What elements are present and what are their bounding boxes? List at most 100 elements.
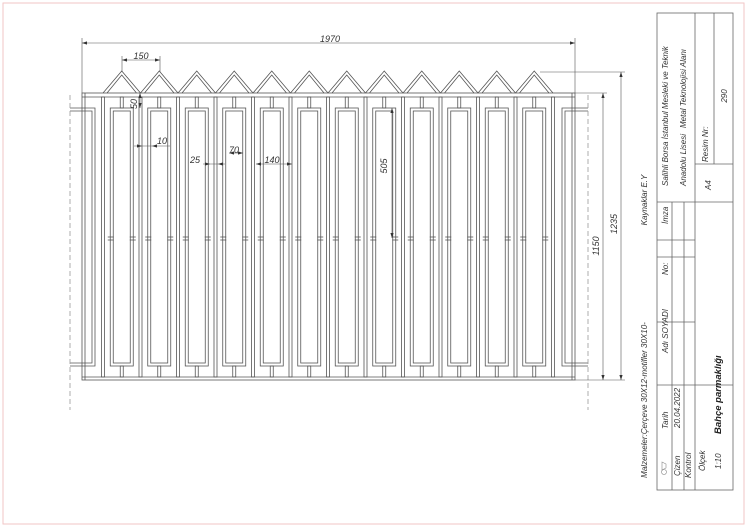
arrowhead-icon xyxy=(152,144,157,148)
arrowhead-icon xyxy=(601,93,605,98)
flat-bar xyxy=(138,96,143,378)
fence-drawing xyxy=(69,70,589,410)
bottom-connector xyxy=(494,365,499,378)
top-connector xyxy=(382,96,387,109)
arrowhead-icon xyxy=(619,375,623,380)
picket-inner xyxy=(300,110,319,364)
picket-inner xyxy=(337,110,356,364)
arrowhead-icon xyxy=(205,162,210,166)
bottom-connector xyxy=(157,365,162,378)
arrowhead-icon xyxy=(256,162,261,166)
arrowhead-icon xyxy=(238,151,243,155)
triangle-motif xyxy=(365,70,404,94)
top-connector xyxy=(269,96,274,109)
flat-bar xyxy=(401,96,405,378)
triangle-motif xyxy=(515,70,554,94)
partial-picket-left xyxy=(70,107,96,367)
picket-inner xyxy=(187,110,206,364)
arrowhead-icon xyxy=(601,375,605,380)
flat-bar xyxy=(288,96,293,378)
top-connector xyxy=(494,96,499,109)
header-name: Adı SOYADI xyxy=(661,308,670,354)
triangle-motif xyxy=(252,70,291,94)
partial-picket-right-inner xyxy=(564,110,588,364)
dim-picket-pitch: 150 xyxy=(133,51,148,61)
triangle-motif xyxy=(177,70,216,94)
drawing-no-label: Resim Nr: xyxy=(701,126,710,162)
school-line1: Salihli Borsa İstanbul Mesleki ve Teknik xyxy=(661,45,670,186)
picket-inner xyxy=(112,110,131,364)
top-connector xyxy=(344,96,349,109)
bottom-connector xyxy=(232,365,237,378)
header-signature: İmza xyxy=(661,206,670,224)
top-connector xyxy=(307,96,312,109)
triangle-motif xyxy=(477,70,516,94)
triangle-motif-inner xyxy=(181,74,212,94)
scale-value: 1:10 xyxy=(714,453,723,469)
scale-label: Ölçek xyxy=(698,450,707,471)
projection-symbol-icon xyxy=(661,461,667,475)
drawing-title: Bahçe parmaklığı xyxy=(713,355,724,434)
sources-note: Kaynaklar E.Y xyxy=(640,174,649,225)
top-connector xyxy=(232,96,237,109)
triangle-motif xyxy=(327,70,366,94)
triangle-motif-inner xyxy=(444,74,475,94)
materials-note: Malzemeler:Çerçeve 30X12-motifler 30X10- xyxy=(640,322,649,478)
picket-inner xyxy=(375,110,394,364)
dim-half-height: 505 xyxy=(379,158,389,174)
page-border xyxy=(2,2,745,525)
picket-inner xyxy=(150,110,169,364)
bottom-connector xyxy=(532,365,537,378)
arrowhead-icon xyxy=(82,41,87,45)
flat-bar xyxy=(513,96,518,378)
drawn-by-label: Çizen xyxy=(673,455,682,476)
school-line2-b: Metal Teknolojisi Alanı xyxy=(679,49,688,128)
dim-total-height: 1235 xyxy=(609,213,619,234)
triangle-motif xyxy=(402,70,441,94)
triangle-motif xyxy=(440,70,479,94)
triangle-motif-inner xyxy=(369,74,400,94)
picket-inner xyxy=(412,110,431,364)
arrowhead-icon xyxy=(137,144,142,148)
bottom-connector xyxy=(119,365,124,378)
bottom-connector xyxy=(307,365,312,378)
triangle-motif xyxy=(140,70,179,94)
picket-inner xyxy=(450,110,469,364)
bottom-connector xyxy=(269,365,274,378)
picket-inner xyxy=(487,110,506,364)
arrowhead-icon xyxy=(229,151,234,155)
arrowhead-icon xyxy=(619,72,623,77)
flat-bar xyxy=(476,96,480,378)
dim-frame-height: 1150 xyxy=(591,236,601,255)
dimension-lines xyxy=(81,38,625,381)
bottom-connector xyxy=(419,365,424,378)
bottom-connector xyxy=(457,365,462,378)
triangle-motif-inner xyxy=(481,74,512,94)
triangle-motif-inner xyxy=(256,74,287,94)
dim-spacing: 140 xyxy=(264,155,279,165)
triangle-motif xyxy=(215,70,254,94)
top-connector xyxy=(157,96,162,109)
top-connector xyxy=(532,96,537,109)
top-connector xyxy=(119,96,124,109)
bottom-connector xyxy=(382,365,387,378)
bottom-connector xyxy=(344,365,349,378)
arrowhead-icon xyxy=(390,108,394,113)
arrowhead-icon xyxy=(390,233,394,238)
triangle-motif-inner xyxy=(519,74,550,94)
title-block xyxy=(656,12,734,491)
triangle-motif xyxy=(290,70,329,94)
flat-bar xyxy=(438,96,443,378)
fence-frame xyxy=(81,92,576,381)
header-date: Tarih xyxy=(661,411,670,429)
dim-overall-width: 1970 xyxy=(320,34,340,44)
flat-bar xyxy=(251,96,255,378)
triangle-motif-inner xyxy=(406,74,437,94)
triangle-motif xyxy=(102,70,141,94)
triangle-motif-inner xyxy=(144,74,175,94)
partial-picket-left-inner xyxy=(70,110,93,364)
drawing-no: 290 xyxy=(720,89,729,104)
arrowhead-icon xyxy=(155,58,160,62)
arrowhead-icon xyxy=(218,162,223,166)
